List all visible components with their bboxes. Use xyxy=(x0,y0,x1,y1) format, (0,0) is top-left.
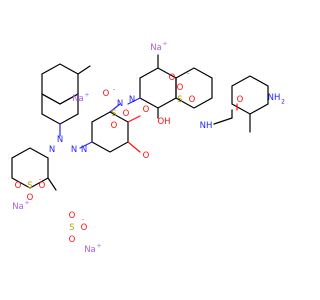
bond-sulfo-bottom xyxy=(47,177,57,191)
azo-n-1: N xyxy=(129,95,135,105)
bond-amide-n xyxy=(213,117,233,125)
bond-methoxy-bottom xyxy=(127,141,141,153)
sulfonate-s-bottom-1: S xyxy=(27,181,32,191)
sodium-charge-2: + xyxy=(84,92,89,99)
sulfonate-s-left: S xyxy=(111,109,116,119)
sodium-charge-4: + xyxy=(96,243,101,250)
hydroxyl-label: OH xyxy=(157,117,170,127)
bond-sulfo-left xyxy=(77,65,91,75)
sulfonate-o-bottom-1a: O xyxy=(39,181,46,191)
sulfonate-o-left-2: O xyxy=(111,121,118,131)
amine-subscript: 2 xyxy=(281,99,285,106)
sulfonate-o-bottom-2b: O xyxy=(69,235,76,245)
azo-n-4: N xyxy=(71,145,77,155)
sulfonate-o-bottom-1c: O xyxy=(15,181,22,191)
structure-diagram: Na + Na + Na + Na + S O O O - S O O O - … xyxy=(11,41,285,255)
bond-methoxy-top xyxy=(127,115,141,123)
amine-nh2: NH xyxy=(268,93,281,103)
bond-layer xyxy=(11,54,269,191)
bond-azo1a xyxy=(127,97,141,105)
molecule-canvas: Na + Na + Na + Na + S O O O - S O O O - … xyxy=(11,41,285,255)
sulfonate-o-naphthol-2: O xyxy=(189,95,196,105)
sodium-ion-4: Na xyxy=(84,245,96,255)
sodium-charge-1: + xyxy=(162,41,167,48)
sulfonate-minus-naphthol: - xyxy=(187,71,189,78)
sulfonate-s-bottom-2: S xyxy=(69,223,74,233)
amide-oxygen: O xyxy=(237,95,244,105)
amide-nh: NH xyxy=(200,121,213,131)
sodium-charge-3: + xyxy=(24,200,29,207)
sulfonate-o-bottom-2a: O xyxy=(81,223,88,233)
azo-n-3: N xyxy=(81,145,87,155)
azo-n-5: N xyxy=(57,135,63,145)
sulfonate-o-left-3: O xyxy=(103,89,110,99)
azo-n-6: N xyxy=(49,145,55,155)
sulfonate-o-naphthol-3: O xyxy=(169,73,176,83)
sulfonate-o-naphthol-1: O xyxy=(177,83,184,93)
sulfonate-minus-left: - xyxy=(113,87,115,94)
sulfonate-o-left-1: O xyxy=(123,109,130,119)
sodium-ion-2: Na xyxy=(72,94,84,104)
bond-azo1b xyxy=(109,103,121,113)
sodium-ion-3: Na xyxy=(12,202,24,212)
sulfonate-minus-bottom-2: - xyxy=(82,217,84,224)
sulfonaphthalene-ring-b xyxy=(41,92,79,125)
azo-n-2: N xyxy=(117,99,123,109)
sulfonate-minus-bottom-1: - xyxy=(39,177,41,184)
sulfonate-o-bottom-1b: O xyxy=(27,193,34,203)
methoxy-o-top: O xyxy=(143,105,150,115)
methoxy-o-bottom: O xyxy=(143,151,150,161)
sulfonate-o-bottom-2c: O xyxy=(69,211,76,221)
sulfonate-s-naphthol: S xyxy=(177,95,182,105)
sodium-ion-1: Na xyxy=(150,43,162,53)
bond-azo2a xyxy=(79,141,93,149)
